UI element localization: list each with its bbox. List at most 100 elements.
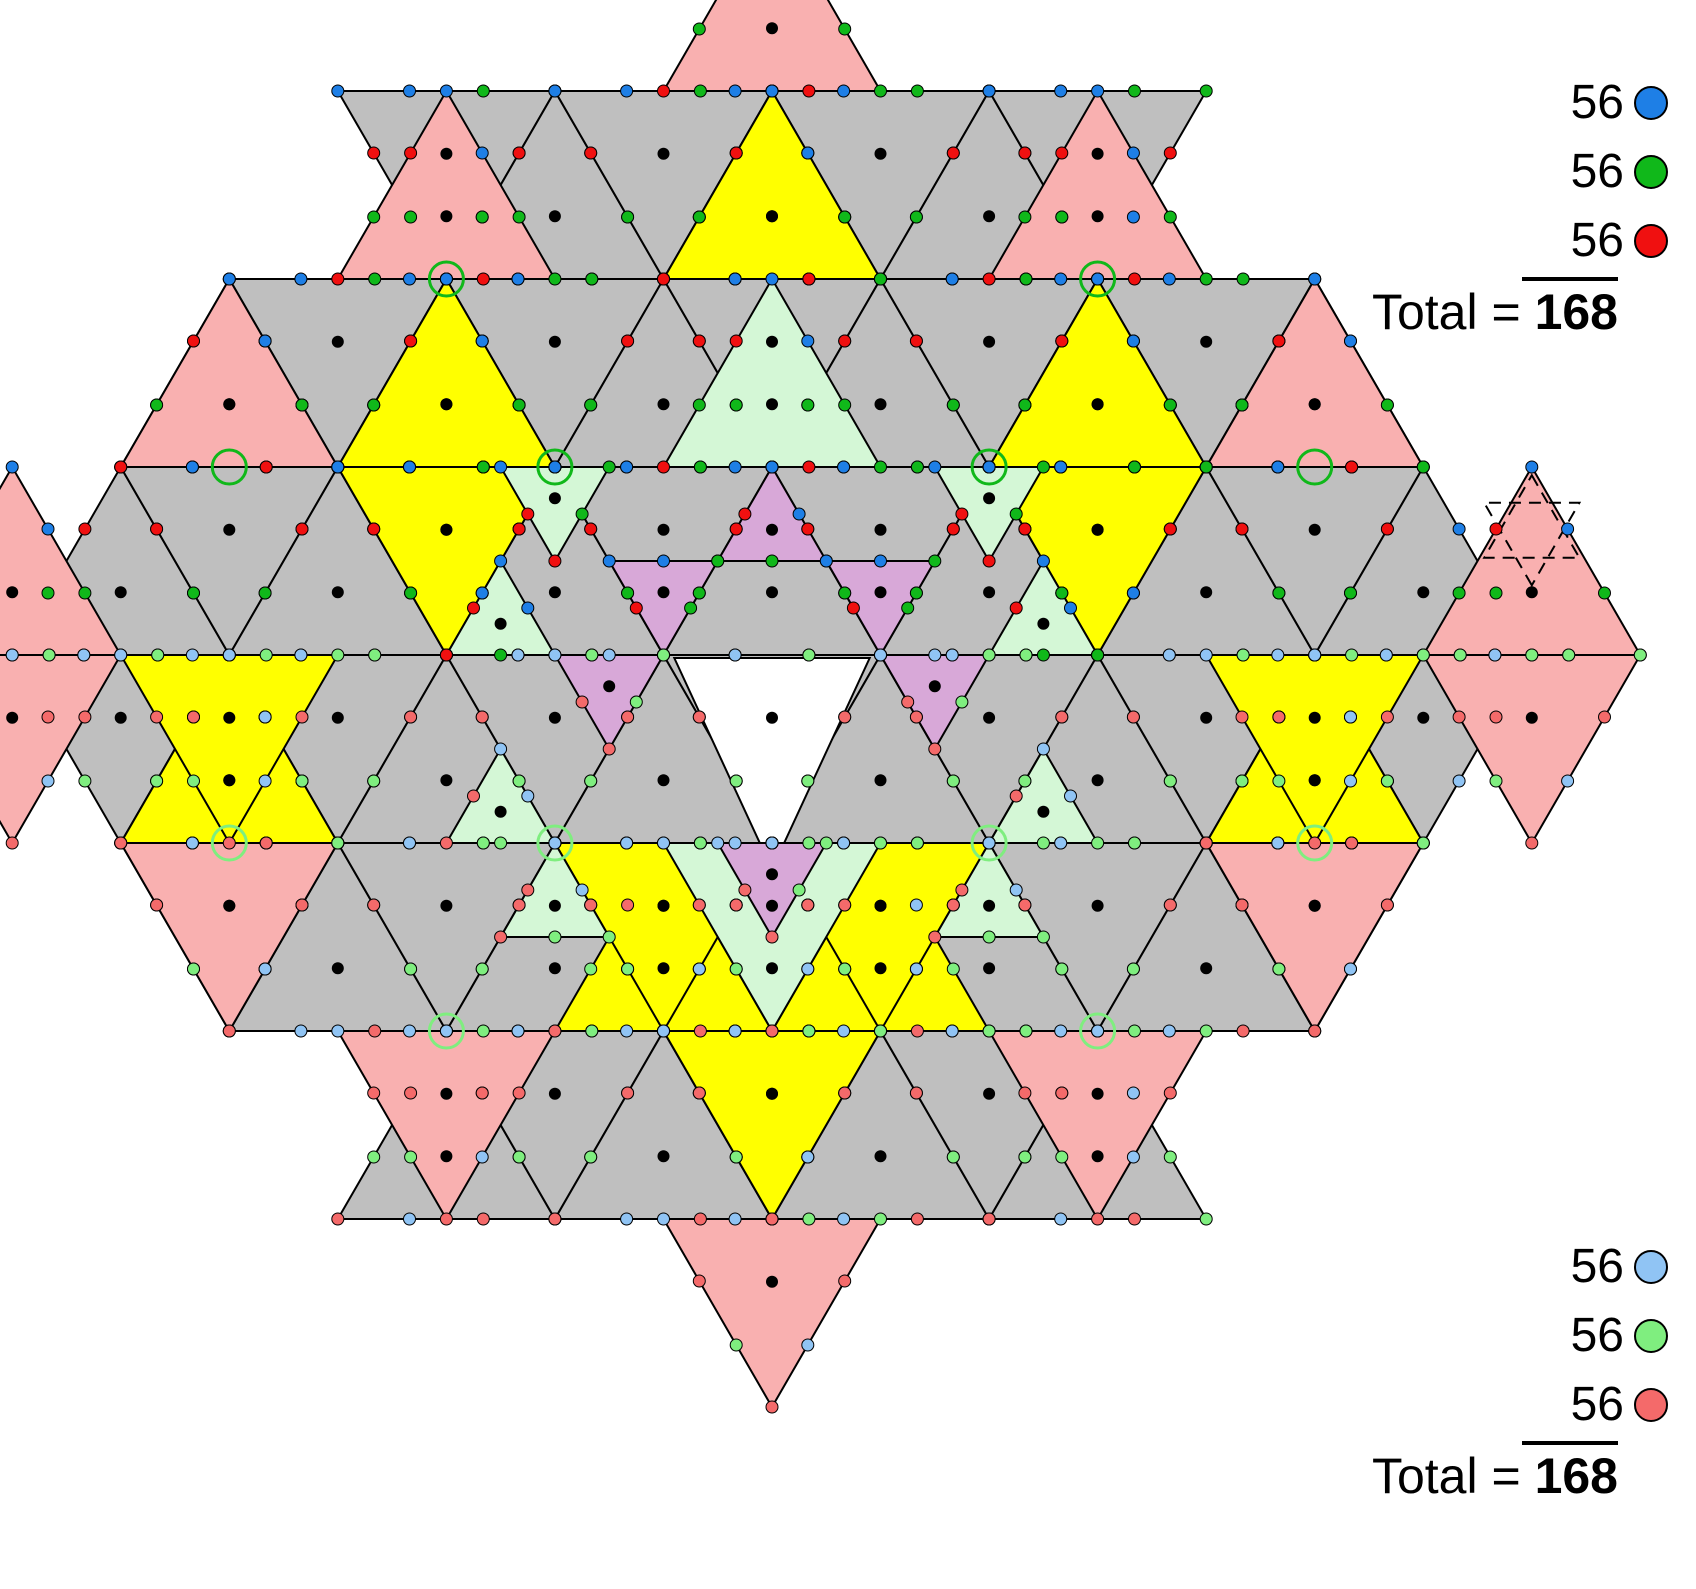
vertex-dot xyxy=(1452,774,1466,788)
vertex-dot xyxy=(982,836,996,850)
vertex-dot xyxy=(728,836,742,850)
vertex-dot xyxy=(114,460,128,474)
vertex-dot xyxy=(1598,586,1611,600)
vertex-dot xyxy=(1235,710,1249,724)
dashed-hexagram-down xyxy=(1482,501,1582,588)
vertex-dot xyxy=(475,1086,489,1100)
center-dot xyxy=(983,711,996,724)
highlight-ring xyxy=(1079,1012,1117,1050)
vertex-dot xyxy=(1308,1024,1322,1038)
vertex-dot xyxy=(802,84,816,98)
vertex-dot xyxy=(728,272,742,286)
vertex-dot xyxy=(1561,522,1575,536)
vertex-dot xyxy=(1091,84,1105,98)
vertex-dot xyxy=(1054,836,1068,850)
vertex-dot xyxy=(801,774,815,788)
center-dot xyxy=(766,899,778,912)
center-dot xyxy=(548,586,561,599)
vertex-dot xyxy=(1018,398,1032,412)
center-dot xyxy=(114,586,127,599)
vertex-dot xyxy=(955,883,969,897)
vertex-dot xyxy=(692,398,706,412)
center-dot xyxy=(1308,523,1321,536)
vertex-dot xyxy=(819,554,833,568)
vertex-dot xyxy=(1055,962,1069,976)
legend-row-blue: 56 xyxy=(1338,68,1668,137)
vertex-dot xyxy=(150,898,164,912)
center-dot xyxy=(657,1150,670,1163)
vertex-dot xyxy=(982,460,996,474)
legend-count: 56 xyxy=(1570,145,1624,198)
vertex-dot xyxy=(621,586,635,600)
center-dot xyxy=(1037,617,1050,630)
vertex-dot xyxy=(928,648,942,662)
vertex-dot xyxy=(5,460,19,474)
highlight-ring xyxy=(1079,260,1117,298)
vertex-dot xyxy=(1453,648,1467,662)
center-dot xyxy=(6,711,19,724)
vertex-dot xyxy=(1380,774,1394,788)
vertex-dot xyxy=(1525,648,1539,662)
center-dot xyxy=(983,492,996,505)
vertex-dot xyxy=(404,962,418,976)
vertex-dot xyxy=(1018,1150,1032,1164)
vertex-dot xyxy=(1163,898,1177,912)
vertex-dot xyxy=(1272,710,1286,724)
vertex-dot xyxy=(620,836,634,850)
vertex-dot xyxy=(765,554,779,568)
vertex-dot xyxy=(258,334,272,348)
vertex-dot xyxy=(692,710,706,724)
vertex-dot xyxy=(187,774,200,788)
center-dot xyxy=(548,335,561,348)
vertex-dot xyxy=(802,1024,816,1038)
vertex-dot xyxy=(1345,836,1359,850)
vertex-dot xyxy=(404,1150,418,1164)
vertex-dot xyxy=(693,1024,707,1038)
vertex-dot xyxy=(548,930,562,944)
vertex-dot xyxy=(403,1212,416,1226)
center-dot xyxy=(1091,147,1104,160)
vertex-dot xyxy=(1235,398,1249,412)
vertex-dot xyxy=(467,601,480,615)
vertex-dot xyxy=(910,460,924,474)
vertex-dot xyxy=(187,710,200,724)
vertex-dot xyxy=(620,1024,634,1038)
vertex-dot xyxy=(874,272,887,286)
vertex-dot xyxy=(150,710,164,724)
vertex-dot xyxy=(1091,272,1105,286)
center-dot xyxy=(223,523,236,536)
vertex-dot xyxy=(837,84,851,98)
center-dot xyxy=(983,586,996,599)
vertex-dot xyxy=(909,334,923,348)
vertex-dot xyxy=(475,1150,489,1164)
vertex-dot xyxy=(1163,146,1177,160)
vertex-dot xyxy=(185,836,199,850)
vertex-dot xyxy=(367,898,381,912)
vertex-dot xyxy=(874,648,887,662)
center-dot xyxy=(766,335,778,348)
vertex-dot xyxy=(331,1212,345,1226)
vertex-dot xyxy=(728,648,742,662)
legend-row-red: 56 xyxy=(1338,206,1668,275)
highlight-ring xyxy=(210,824,248,862)
vertex-dot xyxy=(692,586,706,600)
vertex-dot xyxy=(331,648,345,662)
vertex-dot xyxy=(1091,648,1105,662)
vertex-dot xyxy=(295,398,309,412)
vertex-dot xyxy=(602,742,616,756)
vertex-dot xyxy=(801,1150,815,1164)
center-dot xyxy=(1091,1150,1104,1163)
vertex-dot xyxy=(295,774,309,788)
vertex-dot xyxy=(765,272,779,286)
center-dot xyxy=(440,774,453,787)
vertex-dot xyxy=(1344,334,1357,348)
vertex-dot xyxy=(494,554,508,568)
vertex-dot xyxy=(728,84,742,98)
vertex-dot xyxy=(439,1212,453,1226)
vertex-dot xyxy=(368,1024,382,1038)
vertex-dot xyxy=(1162,1024,1176,1038)
vertex-dot xyxy=(1562,648,1576,662)
vertex-dot xyxy=(765,1024,779,1038)
vertex-dot xyxy=(1235,898,1249,912)
center-dot xyxy=(331,586,344,599)
